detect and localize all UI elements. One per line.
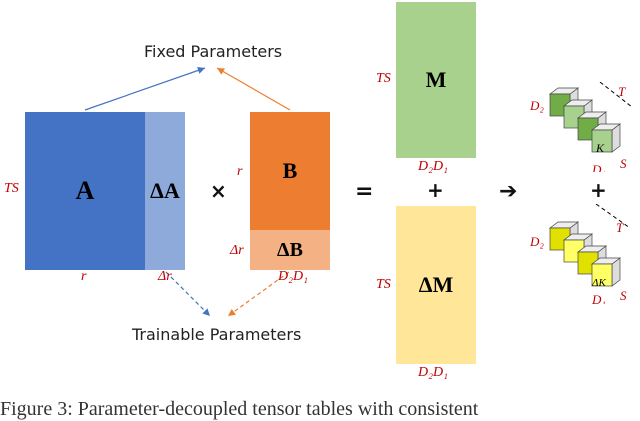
equals-operator: = <box>355 179 374 204</box>
matrix-delta-m-label: ΔM <box>418 272 454 297</box>
arrow-a-to-fixed <box>84 66 206 111</box>
dim-a-cols: r <box>81 269 87 284</box>
matrix-b: B <box>250 112 330 230</box>
tensor-bottom-k: ΔK <box>591 277 606 289</box>
dim-b-rows: r <box>237 164 243 179</box>
tensor-table-top: D₂ T K D₁ S <box>529 82 633 172</box>
arrow-delta-a-to-trainable <box>165 271 211 317</box>
tensor-top-d1: D₁ <box>591 162 606 172</box>
tensor-bottom-t: T <box>616 220 624 235</box>
arrow-delta-b-to-trainable <box>227 271 290 317</box>
matrix-delta-a: ΔA <box>145 112 185 270</box>
tensor-cubes-top <box>548 87 622 153</box>
dim-m-cols: D₂D₁ <box>418 159 448 174</box>
tensor-top-d2: D₂ <box>529 98 544 113</box>
matrix-delta-b-label: ΔB <box>277 238 303 261</box>
tensor-top-t: T <box>618 84 626 99</box>
tensor-slice <box>591 129 613 153</box>
arrow-b-to-fixed <box>216 67 291 111</box>
matrix-a: A <box>25 112 145 270</box>
matrix-delta-a-label: ΔA <box>150 178 180 203</box>
tensor-bottom-t-line <box>595 204 631 229</box>
figure-caption: Figure 3: Parameter-decoupled tensor tab… <box>0 398 479 420</box>
tensor-top-k: K <box>595 141 605 155</box>
matrix-b-label: B <box>282 158 298 183</box>
tensor-table-bottom: D₂ T ΔK D₁ S <box>529 204 631 304</box>
dim-delta-b-rows: Δr <box>230 243 244 258</box>
tensor-cubes-bottom <box>548 221 622 287</box>
matrix-delta-m: ΔM <box>396 206 476 364</box>
dim-a-rows: TS <box>4 181 19 196</box>
tensor-bottom-d1: D₁ <box>591 292 606 304</box>
trainable-parameters-label: Trainable Parameters <box>132 325 302 344</box>
plus-operator-center: + <box>427 178 444 202</box>
tensor-slice <box>591 263 613 287</box>
dim-delta-m-rows: TS <box>376 277 391 292</box>
arrow-right-icon: ➔ <box>499 179 518 204</box>
matrix-m: M <box>396 2 476 158</box>
tensor-bottom-d2: D₂ <box>529 234 544 249</box>
dim-delta-a-cols: Δr <box>158 269 172 284</box>
dim-m-rows: TS <box>376 71 391 86</box>
plus-operator-right: + <box>590 178 607 202</box>
times-operator: × <box>210 179 227 203</box>
tensor-bottom-s: S <box>620 288 627 303</box>
tensor-top-t-line <box>599 82 633 108</box>
matrix-a-label: A <box>75 176 95 205</box>
matrix-m-label: M <box>425 67 447 92</box>
fixed-parameters-label: Fixed Parameters <box>144 42 283 61</box>
dim-delta-m-cols: D₂D₁ <box>418 365 448 380</box>
dim-b-cols: D₂D₁ <box>278 269 308 284</box>
matrix-delta-b: ΔB <box>250 230 330 270</box>
tensor-top-s: S <box>620 156 627 171</box>
